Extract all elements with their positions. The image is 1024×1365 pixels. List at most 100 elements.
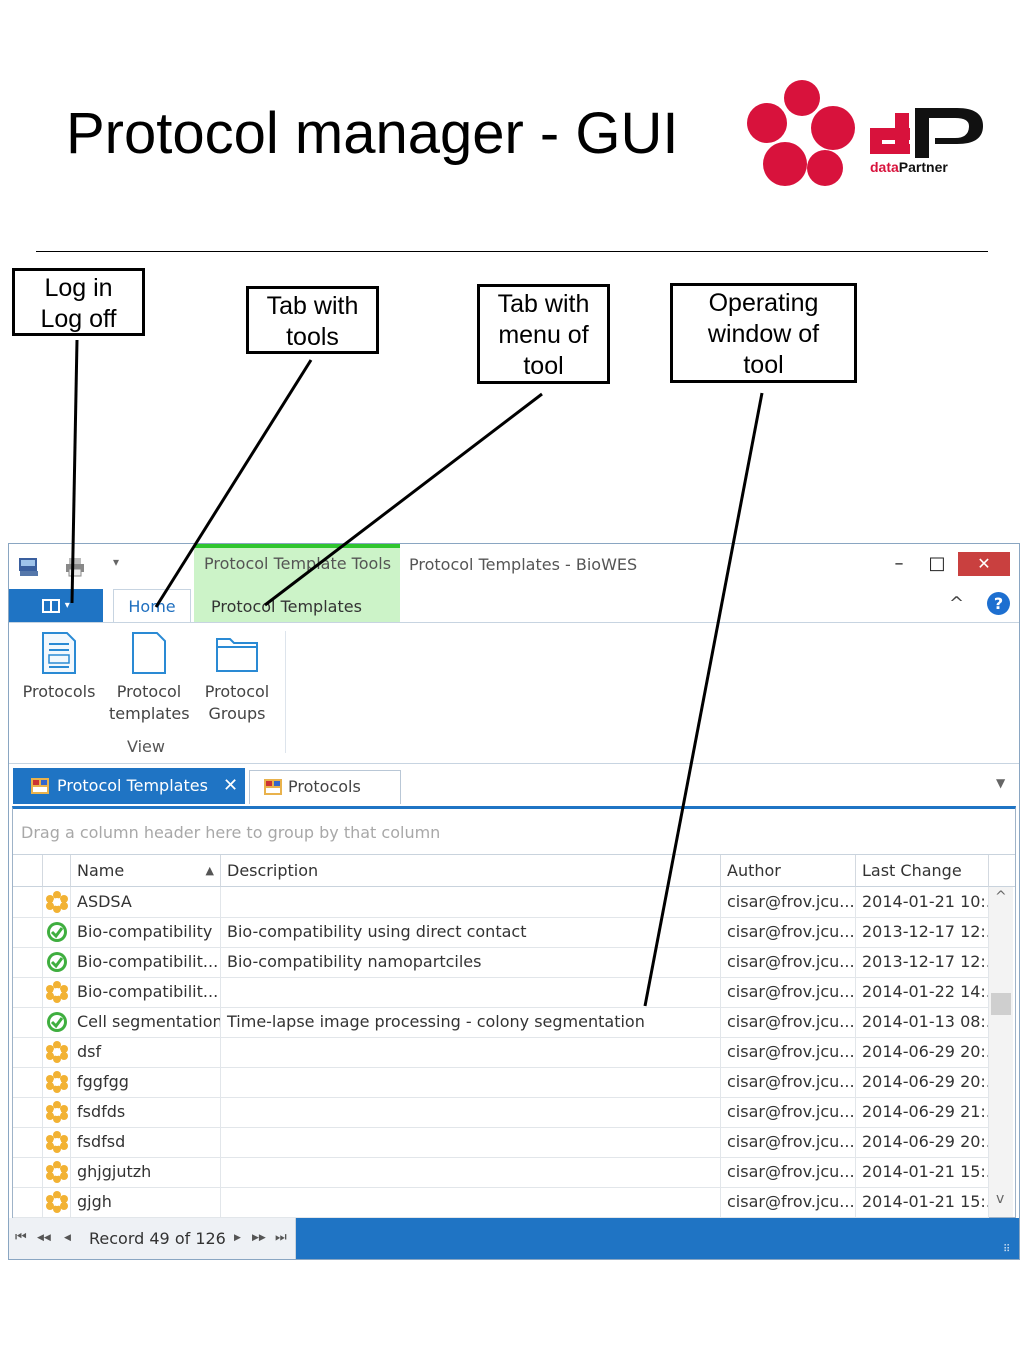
tab-protocol-templates[interactable]: Protocol Templates [211, 597, 362, 616]
minimize-button[interactable]: – [894, 553, 904, 574]
scroll-up-icon[interactable]: ^ [995, 889, 1007, 905]
row-indicator[interactable] [13, 887, 43, 917]
cell-last-change: 2014-01-21 15:... [856, 1157, 989, 1187]
biowes-window: ▾ Protocol Template Tools Protocol Templ… [8, 543, 1020, 1260]
row-indicator[interactable] [13, 947, 43, 977]
draft-star-icon [43, 1157, 71, 1187]
title-divider [36, 251, 988, 252]
cell-description [221, 1037, 721, 1067]
chevron-down-icon: ▾ [64, 600, 70, 611]
row-indicator[interactable] [13, 1037, 43, 1067]
cell-name: Bio-compatibilit... [71, 977, 221, 1007]
scroll-thumb[interactable] [991, 993, 1011, 1015]
next-page-icon[interactable]: ▶▶ [252, 1233, 266, 1243]
cell-description [221, 1067, 721, 1097]
cell-name: Bio-compatibility [71, 917, 221, 947]
previous-page-icon[interactable]: ◀◀ [37, 1233, 51, 1243]
doc-tab-protocols[interactable]: Protocols [249, 770, 401, 804]
cell-description: Bio-compatibility using direct contact [221, 917, 721, 947]
scroll-down-icon[interactable]: v [996, 1191, 1005, 1207]
cell-name: fsdfds [71, 1097, 221, 1127]
previous-record-icon[interactable]: ◀ [64, 1233, 71, 1243]
check-circle-icon [43, 917, 71, 947]
tab-home[interactable]: Home [113, 589, 191, 622]
slide-title: Protocol manager - GUI [66, 101, 679, 166]
cell-author: cisar@frov.jcu.... [721, 977, 856, 1007]
cell-name: fggfgg [71, 1067, 221, 1097]
column-header-last-change[interactable]: Last Change [856, 855, 989, 887]
row-indicator[interactable] [13, 1097, 43, 1127]
header-filler [989, 855, 1015, 887]
doc-tab-protocol-templates[interactable]: Protocol Templates ✕ [13, 768, 245, 804]
ribbon-tab-row: ▾ Home Protocol Templates ^ ? [9, 586, 1019, 622]
file-menu-button[interactable]: ▾ [9, 589, 103, 622]
sort-ascending-icon: ▲ [205, 864, 214, 877]
protocols-button[interactable]: Protocols [21, 631, 97, 703]
protocols-icon [42, 632, 76, 674]
vertical-scrollbar[interactable]: ^ v [989, 887, 1013, 1217]
cell-author: cisar@frov.jcu.... [721, 1037, 856, 1067]
logo-wordmark: dataPartner [870, 159, 948, 175]
draft-star-icon [43, 1067, 71, 1097]
cell-last-change: 2014-01-21 10:... [856, 887, 989, 917]
draft-star-icon [43, 1037, 71, 1067]
title-bar: ▾ Protocol Template Tools Protocol Templ… [9, 544, 1019, 622]
last-record-icon[interactable]: ⏭ [275, 1230, 287, 1245]
templates-grid: Drag a column header here to group by th… [12, 806, 1016, 1218]
column-header-author[interactable]: Author [721, 855, 856, 887]
draft-star-icon [43, 1097, 71, 1127]
row-indicator[interactable] [13, 1127, 43, 1157]
cell-description [221, 1097, 721, 1127]
help-icon[interactable]: ? [987, 592, 1010, 615]
document-tab-strip: Protocol Templates ✕ Protocols ▼ [9, 764, 1019, 806]
cell-name: ghjgjutzh [71, 1157, 221, 1187]
cell-description [221, 1157, 721, 1187]
cell-last-change: 2014-06-29 20:... [856, 1127, 989, 1157]
maximize-button[interactable]: □ [928, 553, 946, 574]
resize-grip-icon[interactable]: ⠿ [1003, 1244, 1011, 1255]
row-indicator[interactable] [13, 1007, 43, 1037]
context-tab-band-accent [194, 544, 400, 548]
row-indicator[interactable] [13, 917, 43, 947]
table-row[interactable]: Bio-compatibilit...Bio-compatibility nam… [13, 947, 989, 978]
collapse-ribbon-icon[interactable]: ^ [949, 593, 965, 614]
draft-star-icon [43, 887, 71, 917]
column-header-description[interactable]: Description [221, 855, 721, 887]
table-row[interactable]: Bio-compatibilit...cisar@frov.jcu....201… [13, 977, 989, 1008]
status-bar: ⏮ ◀◀ ◀ Record 49 of 126 ▶ ▶▶ ⏭ ⠿ [9, 1218, 1019, 1259]
cell-description [221, 1127, 721, 1157]
row-indicator[interactable] [13, 1067, 43, 1097]
column-header-name[interactable]: Name ▲ [71, 855, 221, 887]
record-navigator: ⏮ ◀◀ ◀ Record 49 of 126 ▶ ▶▶ ⏭ [9, 1218, 296, 1259]
cell-author: cisar@frov.jcu.... [721, 1187, 856, 1217]
cell-description: Bio-compatibility namopartciles [221, 947, 721, 977]
group-by-panel[interactable]: Drag a column header here to group by th… [13, 809, 1015, 855]
first-record-icon[interactable]: ⏮ [15, 1230, 27, 1245]
print-icon[interactable] [64, 556, 86, 582]
ribbon-group-separator [285, 631, 286, 753]
close-button[interactable]: ✕ [958, 552, 1010, 576]
context-tools-title: Protocol Template Tools [204, 554, 392, 573]
qat-customize-icon[interactable]: ▾ [113, 555, 120, 569]
close-tab-icon[interactable]: ✕ [223, 775, 239, 796]
cell-last-change: 2014-01-21 15:... [856, 1187, 989, 1217]
row-indicator[interactable] [13, 1157, 43, 1187]
row-indicator-header [13, 855, 43, 887]
row-indicator[interactable] [13, 977, 43, 1007]
next-record-icon[interactable]: ▶ [234, 1233, 241, 1243]
cell-last-change: 2014-01-13 08:... [856, 1007, 989, 1037]
row-indicator[interactable] [13, 1187, 43, 1217]
tab-list-dropdown-icon[interactable]: ▼ [996, 776, 1006, 790]
